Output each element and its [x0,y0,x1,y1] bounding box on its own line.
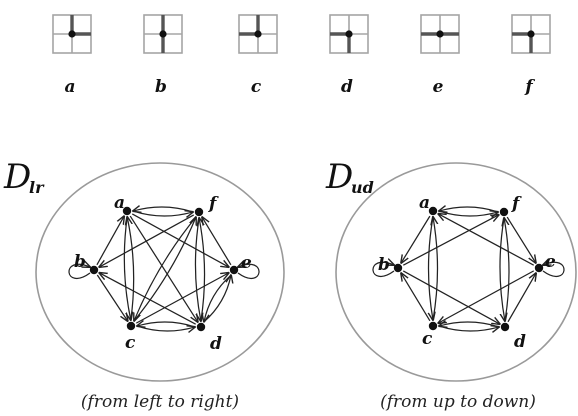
edge-f-to-e [506,216,536,263]
graph-edges [68,207,260,331]
edge-e-to-f [202,217,232,266]
node-label-a: a [114,193,125,213]
edge-d-to-b [99,273,196,325]
edge-a-to-f [438,211,498,216]
tile-center-dot [436,30,444,38]
node-label-b: b [378,255,390,275]
edge-a-to-f [132,211,193,216]
edge-b-to-f [403,215,498,266]
tile-c: c [238,14,278,97]
edge-d-to-c [137,322,196,327]
graph-title-subscript: lr [29,178,45,197]
node-label-c: c [125,333,136,353]
node-f [194,207,204,217]
tile-d: d [329,14,369,97]
edge-f-to-a [439,207,499,212]
edge-e-to-a [438,214,535,266]
node-label-e: e [241,253,252,273]
edge-e-to-d [204,274,232,322]
edge-d-to-c [439,322,500,327]
edge-f-to-a [133,207,194,212]
node-d [196,322,206,332]
edge-c-to-b [401,273,431,322]
graph-caption: (from up to down) [380,392,536,412]
tile-legend: a b c d e f [52,14,551,97]
tile-center-dot [254,30,262,38]
tile-center-dot [345,30,353,38]
edge-f-to-c [134,216,197,321]
tile-label: d [341,77,353,97]
graph-caption: (from left to right) [81,392,239,412]
edge-c-to-a [433,217,438,321]
graph-title: D [3,157,31,197]
self-loop-e [238,264,260,279]
node-label-b: b [74,252,86,272]
edge-a-to-e [131,213,228,267]
graph-left-to-right: D lr a b c d e f (from left to right) [3,157,285,412]
edge-d-to-e [203,275,231,323]
node-c [126,321,136,331]
node-b [393,263,403,273]
tile-center-dot [68,30,76,38]
node-label-f: f [208,194,219,214]
edge-b-to-a [96,216,124,266]
tile-center-dot [527,30,535,38]
edge-c-to-f [133,217,196,322]
node-a [428,206,438,216]
edge-d-to-f [504,218,510,322]
tile-label: b [155,77,167,97]
edge-c-to-a [127,217,135,321]
node-a [122,206,132,216]
edge-a-to-c [429,216,434,320]
edge-c-to-d [136,326,195,331]
graph-title: D [325,157,353,197]
edge-a-to-c [123,216,130,320]
edge-f-to-d [499,217,505,321]
edge-b-to-d [402,270,499,324]
node-f [499,207,509,217]
node-c [428,321,438,331]
edge-f-to-b [99,214,195,267]
graph-up-to-down: D ud a b c d e f (from up to down) [325,157,577,412]
node-d [500,322,510,332]
node-label-c: c [422,329,433,349]
node-label-f: f [511,194,522,214]
graph-nodes: a b c d e f [74,193,252,354]
node-label-e: e [545,252,556,272]
self-loop-b [68,264,90,279]
tile-label: a [64,77,75,97]
self-loop-e [543,262,565,277]
edge-c-to-e [135,273,228,324]
node-label-a: a [419,193,430,213]
tile-e: e [420,14,460,97]
tile-label: c [251,77,262,97]
edge-d-to-e [507,273,536,323]
edge-d-to-f [199,218,206,322]
tile-center-dot [159,30,167,38]
tile-label: e [433,77,444,97]
graph-title-subscript: ud [351,178,374,197]
graph-edges [372,207,565,331]
tile-label: f [524,77,535,97]
node-label-d: d [514,332,526,352]
tile-b: b [143,14,183,97]
node-label-d: d [210,334,222,354]
edge-b-to-c [96,274,127,321]
edge-e-to-c [438,270,535,323]
node-e [534,263,544,273]
edge-f-to-d [194,217,200,321]
edge-c-to-d [438,326,499,331]
self-loop-b [372,262,394,277]
node-b [89,265,99,275]
edge-a-to-b [401,215,431,263]
graph-boundary [335,162,577,382]
tile-a: a [52,14,92,97]
graph-nodes: a b c d e f [378,193,556,352]
node-e [229,265,239,275]
tile-f: f [511,14,551,97]
edge-a-to-d [129,215,198,322]
graph-boundary [35,162,285,382]
